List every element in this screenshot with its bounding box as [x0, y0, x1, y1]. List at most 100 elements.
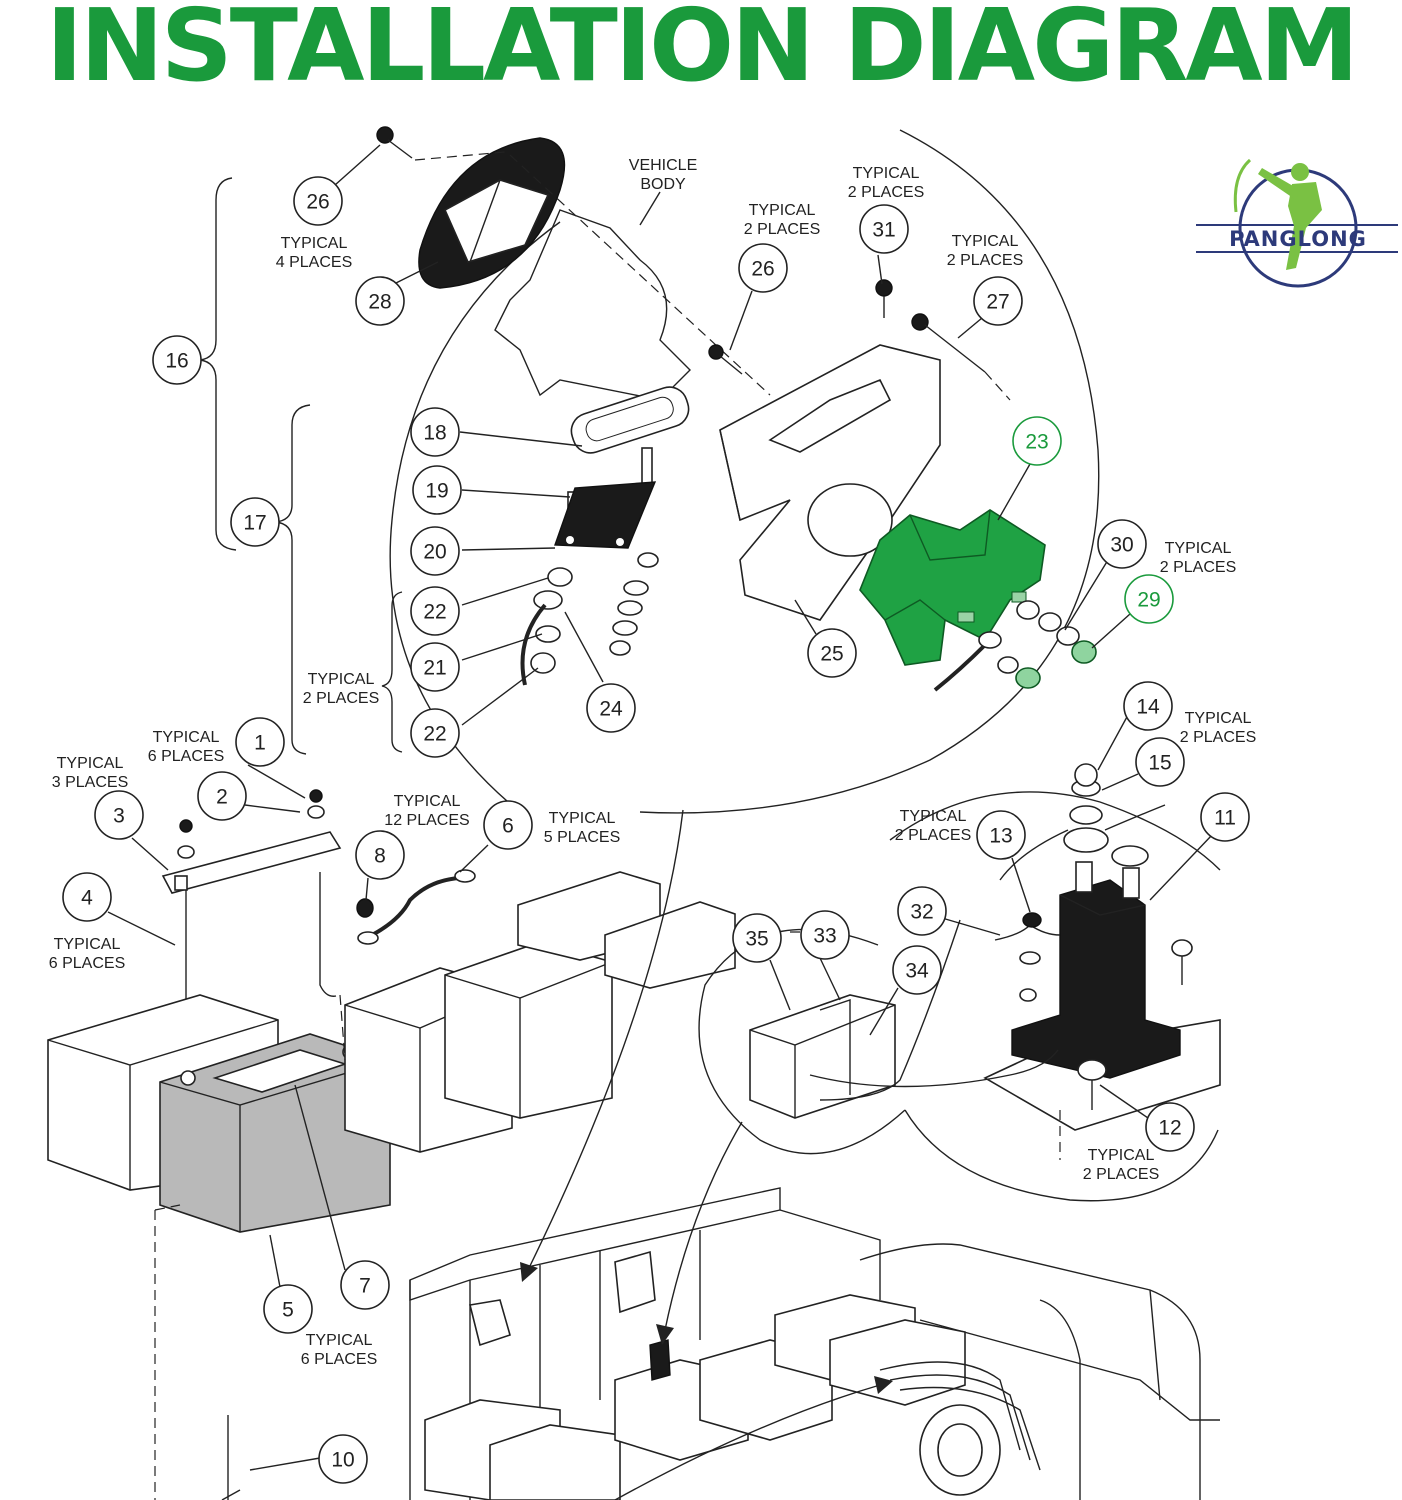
callout-26: 26	[293, 176, 343, 226]
callout-circle	[1124, 574, 1174, 624]
note-line: TYPICAL	[281, 235, 348, 252]
callout-circle	[800, 910, 850, 960]
callout-number: 19	[425, 480, 448, 503]
screw-27	[911, 313, 986, 373]
bolt-12	[1077, 1059, 1107, 1110]
note-line: VEHICLE	[629, 157, 697, 174]
callout-8: 8	[355, 830, 405, 880]
battery-hold-down	[161, 789, 342, 1071]
callout-number: 4	[81, 887, 93, 910]
callout-number: 8	[374, 845, 386, 868]
solenoid-detail-view	[698, 763, 1221, 1202]
callout-circle	[738, 243, 788, 293]
callout-31: 31	[859, 204, 909, 254]
callout-number: 11	[1214, 807, 1236, 830]
callout-15: 15	[1135, 737, 1185, 787]
callout-35: 35	[732, 913, 782, 963]
cart-chassis	[221, 1187, 1220, 1500]
callout-circle	[340, 1260, 390, 1310]
battery-cable-8	[356, 869, 476, 945]
callout-circle	[586, 683, 636, 733]
callout-number: 35	[745, 928, 768, 951]
callout-circle	[973, 276, 1023, 326]
callout-26: 26	[738, 243, 788, 293]
callout-number: 5	[282, 1299, 294, 1322]
note-line: BODY	[640, 176, 686, 193]
note-line: 6 PLACES	[148, 748, 224, 765]
part-23-solenoid	[859, 509, 1046, 666]
callout-number: 20	[423, 541, 446, 564]
note-line: 2 PLACES	[1160, 559, 1236, 576]
callout-5: 5	[263, 1284, 313, 1334]
note-n-vehicle: VEHICLE BODY	[629, 157, 697, 193]
callout-number: 25	[820, 643, 843, 666]
callout-number: 34	[905, 960, 929, 983]
callout-circle	[355, 276, 405, 326]
note-line: 6 PLACES	[301, 1351, 377, 1368]
callout-25: 25	[807, 628, 857, 678]
callout-number: 28	[368, 291, 391, 314]
logo-text: PANGLONG	[1229, 227, 1367, 251]
note-line: TYPICAL	[549, 810, 616, 827]
callout-number: 10	[331, 1449, 354, 1472]
callout-number: 21	[423, 657, 446, 680]
callout-number: 22	[423, 723, 446, 746]
note-line: 6 PLACES	[49, 955, 125, 972]
callout-circle	[1123, 681, 1173, 731]
brand-logo: PANGLONG	[1196, 158, 1398, 288]
callout-14: 14	[1123, 681, 1173, 731]
callout-number: 26	[751, 258, 774, 281]
bracket-typical	[381, 591, 403, 753]
callout-circle	[1097, 519, 1147, 569]
callout-number: 2	[216, 786, 228, 809]
callout-circle	[410, 642, 460, 692]
callout-number: 14	[1136, 696, 1160, 719]
callout-number: 18	[423, 422, 446, 445]
callout-number: 13	[989, 825, 1012, 848]
note-line: TYPICAL	[153, 729, 220, 746]
screw-26a	[376, 126, 413, 159]
hardware-stack-left	[520, 567, 573, 686]
callout-circle	[859, 204, 909, 254]
callout-24: 24	[586, 683, 636, 733]
callout-28: 28	[355, 276, 405, 326]
callout-11: 11	[1200, 792, 1250, 842]
callout-23: 23	[1012, 416, 1062, 466]
callout-circle	[410, 586, 460, 636]
callout-circle	[410, 708, 460, 758]
callout-number: 7	[359, 1275, 371, 1298]
part-25-bracket	[719, 344, 941, 621]
note-line: 2 PLACES	[947, 252, 1023, 269]
callout-1: 1	[235, 717, 285, 767]
page-title: INSTALLATION DIAGRAM	[45, 0, 1359, 92]
note-n-t6-1: TYPICAL 6 PLACES	[148, 729, 224, 765]
callout-4: 4	[62, 872, 112, 922]
callout-circle	[412, 465, 462, 515]
callout-number: 12	[1158, 1117, 1181, 1140]
callout-number: 23	[1025, 431, 1048, 454]
note-line: TYPICAL	[1185, 710, 1252, 727]
callout-circle	[976, 810, 1026, 860]
golfer-icon	[1233, 158, 1322, 270]
callout-circle	[152, 335, 202, 385]
callout-30: 30	[1097, 519, 1147, 569]
note-line: 2 PLACES	[744, 221, 820, 238]
callout-3: 3	[94, 790, 144, 840]
callout-number: 32	[910, 901, 933, 924]
routing-arrows	[520, 809, 893, 1500]
vehicle-body-outline	[494, 209, 691, 401]
callout-circle	[318, 1434, 368, 1484]
callout-number: 6	[502, 815, 514, 838]
part-28-mount	[418, 137, 566, 289]
callout-number: 31	[872, 219, 895, 242]
note-line: TYPICAL	[308, 671, 375, 688]
callout-circle	[1200, 792, 1250, 842]
callout-circle	[892, 945, 942, 995]
leader-lines-right	[769, 714, 1213, 1119]
callout-19: 19	[412, 465, 462, 515]
